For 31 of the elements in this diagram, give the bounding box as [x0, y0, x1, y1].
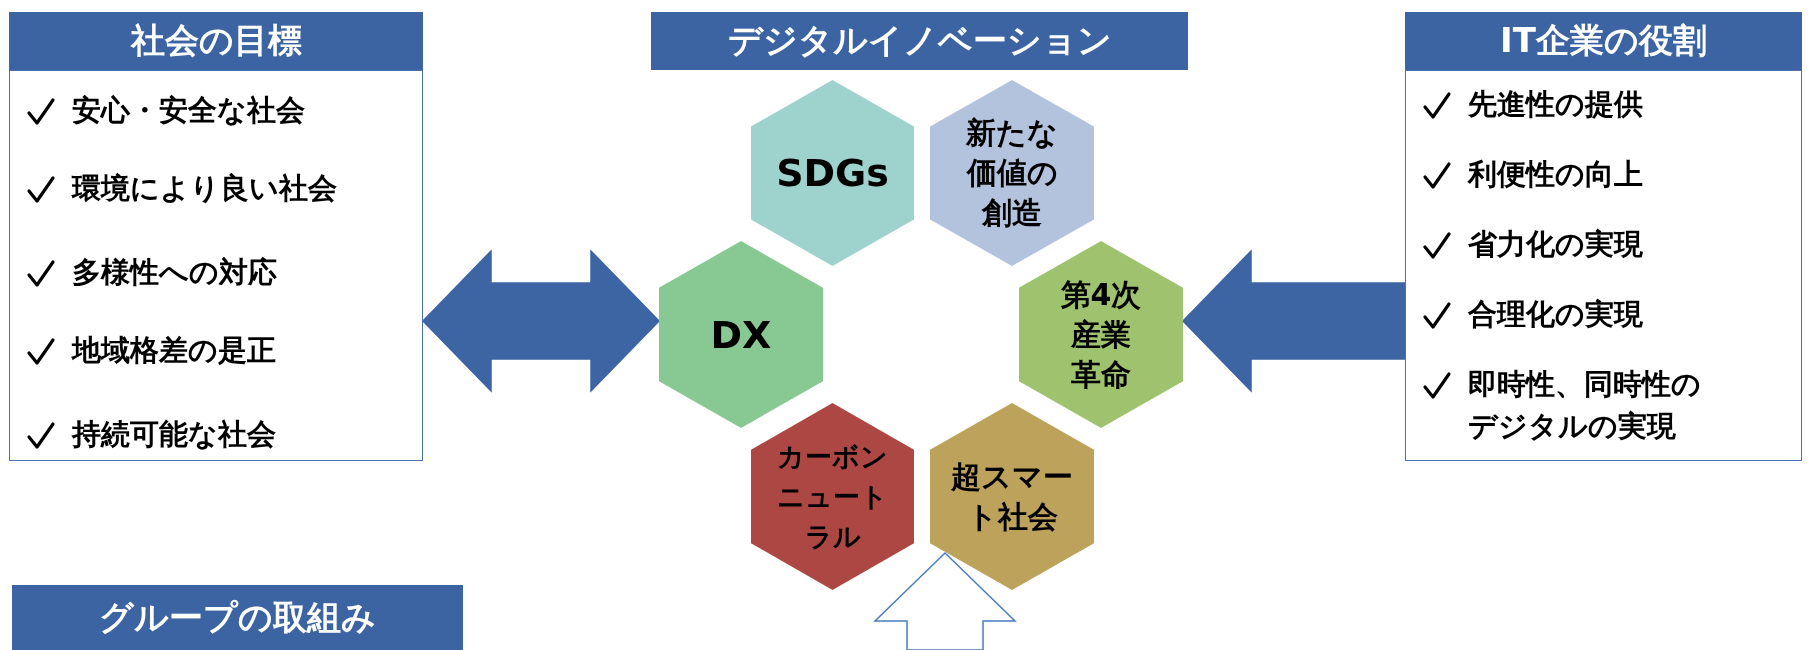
hexagon-tile: [751, 80, 914, 266]
list-item: 合理化の実現: [1468, 296, 1643, 333]
list-item: 多様性への対応: [72, 254, 277, 291]
hexagon-tile: [1019, 241, 1183, 428]
list-item: 環境により良い社会: [72, 170, 337, 207]
double-arrow: [421, 249, 661, 393]
band-heading: グループの取組み: [99, 595, 376, 639]
list-item: 安心・安全な社会: [72, 92, 305, 129]
list-item: 先進性の提供: [1468, 86, 1643, 123]
list-item: 利便性の向上: [1468, 156, 1643, 193]
hexagon-tile: [659, 241, 823, 428]
hexagon-label: カーボンニュートラル: [776, 439, 889, 554]
list-item: 即時性、同時性のデジタルの実現: [1468, 366, 1702, 445]
band-heading: デジタルイノベーション: [727, 19, 1112, 62]
list-item: 地域格差の是正: [72, 332, 276, 369]
hexagon-tile: [930, 403, 1094, 590]
hexagon-tile: [930, 80, 1094, 266]
hexagon-label: DX: [710, 314, 772, 355]
hexagon-label: SDGs: [776, 153, 889, 193]
block-arrow: [1181, 249, 1406, 393]
heading-band: [12, 585, 463, 650]
heading-band: [651, 12, 1188, 70]
hexagon-label: 新たな価値の創造: [965, 114, 1059, 232]
panel-heading: IT企業の役割: [1500, 19, 1707, 62]
list-item: 省力化の実現: [1468, 226, 1643, 263]
hexagon-label: 超スマート社会: [950, 457, 1074, 536]
hexagon-tile: [751, 403, 914, 590]
block-arrow: [873, 551, 1017, 650]
panel-heading: 社会の目標: [130, 19, 302, 62]
hexagon-label: 第4次産業革命: [1060, 275, 1142, 394]
list-item: 持続可能な社会: [72, 416, 276, 453]
